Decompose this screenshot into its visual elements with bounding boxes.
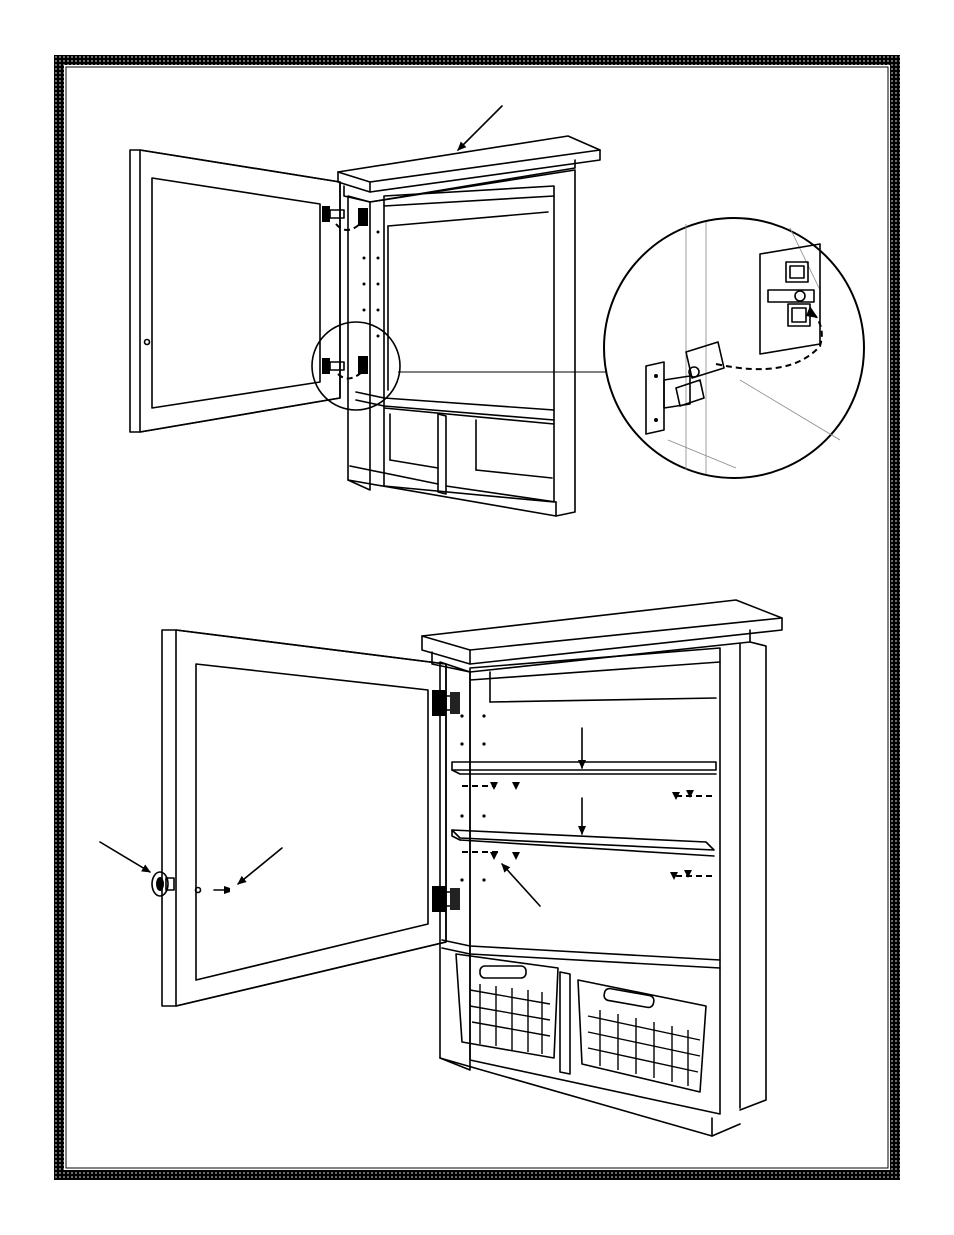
hinge-detail-circle [604, 218, 864, 478]
bottom-hinge-upper [432, 690, 460, 716]
bottom-hinge-lower [432, 886, 460, 912]
page-frame [54, 55, 900, 1180]
